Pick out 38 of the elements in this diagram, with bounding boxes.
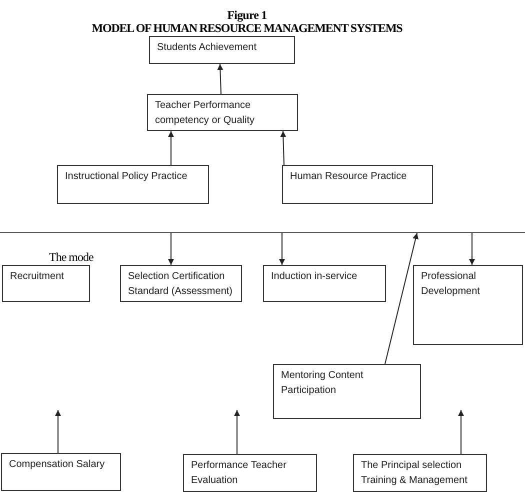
box-label: Human Resource Practice <box>290 170 408 184</box>
process-box <box>413 265 523 345</box>
arrow <box>458 410 464 454</box>
bus-line <box>0 232 525 233</box>
box-label: Professional Development <box>421 270 481 299</box>
box-label: Selection Certification Standard (Assessment) <box>128 270 234 299</box>
process-box <box>149 36 295 64</box>
box-label: Students Achievement <box>157 41 258 55</box>
note-text: The mode <box>49 250 94 264</box>
process-box <box>273 364 421 419</box>
figure-caption: Figure 1 <box>227 8 267 22</box>
arrow <box>168 130 174 166</box>
arrow <box>280 130 286 166</box>
box-label: Mentoring Content Participation <box>281 369 364 398</box>
box-label: Induction in-service <box>271 270 358 284</box>
process-box <box>57 165 209 204</box>
process-box <box>282 165 433 204</box>
process-box <box>147 94 298 131</box>
arrow <box>217 64 224 94</box>
box-label: Teacher Performance competency or Quality <box>155 99 256 128</box>
box-label: The Principal selection Training & Management <box>361 459 468 488</box>
box-label: Recruitment <box>10 270 65 284</box>
diagram-title: MODEL OF HUMAN RESOURCE MANAGEMENT SYSTEMS <box>92 21 402 35</box>
process-box <box>120 265 242 302</box>
box-label: Instructional Policy Practice <box>65 170 188 184</box>
process-box <box>2 265 90 302</box>
process-box <box>1 453 121 491</box>
arrow <box>234 410 240 454</box>
arrow <box>469 232 475 266</box>
process-box <box>353 454 487 492</box>
process-box <box>183 454 317 492</box>
box-label: Performance Teacher Evaluation <box>191 459 288 488</box>
arrow <box>384 232 418 364</box>
arrow <box>168 232 174 266</box>
arrow <box>279 232 285 266</box>
arrow <box>55 410 61 454</box>
process-box <box>263 265 386 302</box>
box-label: Compensation Salary <box>9 458 106 472</box>
